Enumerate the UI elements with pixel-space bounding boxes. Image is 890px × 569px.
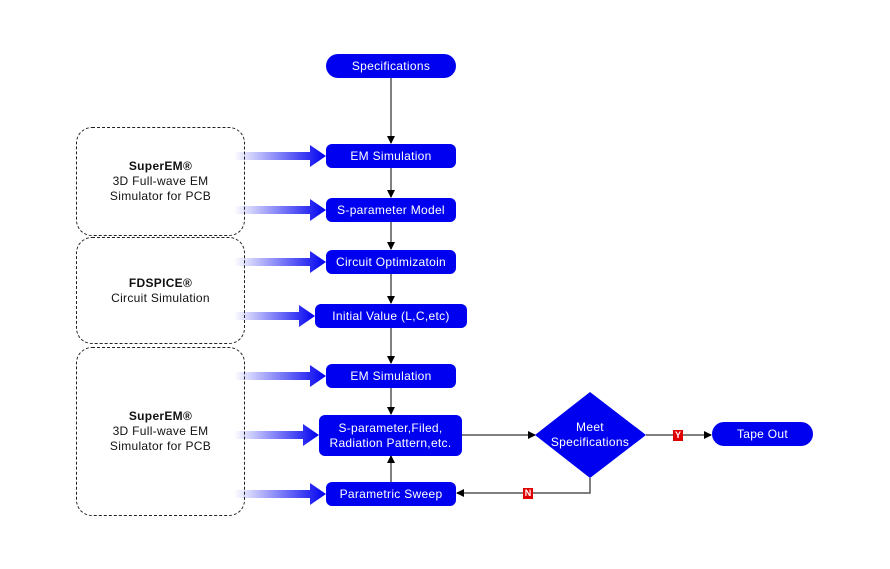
tool-arrow: [234, 199, 326, 221]
node-meet-specifications: Meet Specifications: [540, 420, 640, 450]
node-parametric-sweep: Parametric Sweep: [326, 482, 456, 506]
tool-group-superem-1: SuperEM® 3D Full-wave EM Simulator for P…: [76, 127, 245, 236]
tool-group-superem-2: SuperEM® 3D Full-wave EM Simulator for P…: [76, 347, 245, 516]
group-title: SuperEM®: [128, 409, 193, 423]
group-title: SuperEM®: [128, 159, 193, 173]
node-s-parameter-model: S-parameter Model: [326, 198, 456, 222]
group-title: FDSPICE®: [128, 275, 193, 290]
node-line: Specifications: [550, 435, 630, 449]
group-line: 3D Full-wave EM: [112, 174, 209, 188]
tool-arrow: [234, 483, 326, 505]
tool-arrow: [234, 145, 326, 167]
tool-arrow: [234, 365, 326, 387]
node-line: Meet: [576, 420, 604, 434]
group-line: Simulator for PCB: [109, 189, 212, 203]
node-initial-value: Initial Value (L,C,etc): [315, 304, 467, 328]
node-circuit-optimization: Circuit Optimizatoin: [326, 250, 456, 274]
node-em-simulation-2: EM Simulation: [326, 364, 456, 388]
node-specifications: Specifications: [326, 54, 456, 78]
edge-decision-to-sweep: [456, 478, 591, 497]
edge-label-yes: Y: [673, 430, 683, 441]
tool-arrow: [234, 424, 319, 446]
decision-diamond-shape: [535, 392, 646, 478]
node-s-parameter-results: S-parameter,Filed, Radiation Pattern,etc…: [319, 415, 462, 456]
group-line: Simulator for PCB: [109, 439, 212, 453]
tool-arrow: [234, 305, 315, 327]
edge-label-no: N: [523, 488, 533, 499]
tool-arrows: [234, 145, 326, 505]
node-line: Radiation Pattern,etc.: [329, 435, 452, 450]
tool-group-fdspice: FDSPICE® Circuit Simulation: [76, 237, 245, 344]
group-line: Circuit Simulation: [111, 290, 210, 305]
node-line: S-parameter,Filed,: [338, 420, 443, 435]
tool-arrow: [234, 251, 326, 273]
node-tape-out: Tape Out: [712, 422, 813, 446]
node-em-simulation-1: EM Simulation: [326, 144, 456, 168]
group-line: 3D Full-wave EM: [112, 424, 209, 438]
